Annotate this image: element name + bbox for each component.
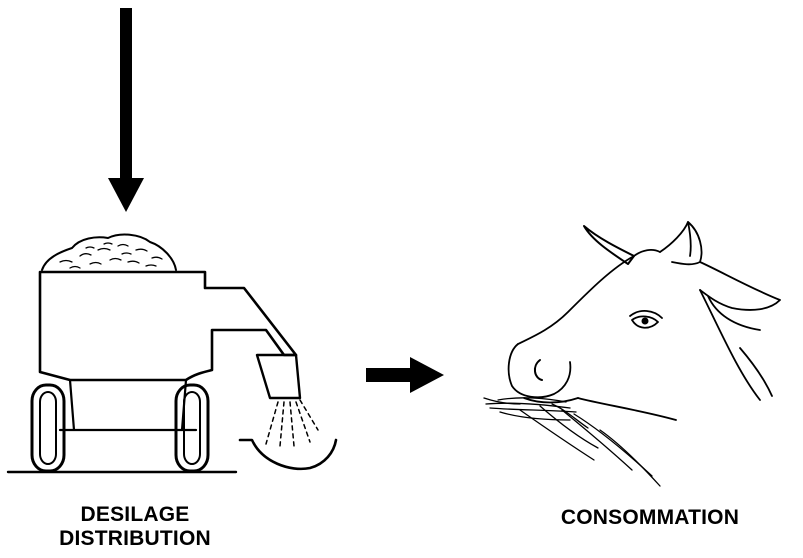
ear [699, 261, 781, 311]
right-wheel [174, 383, 210, 473]
silage-heap [41, 233, 177, 271]
down-arrow-icon [108, 8, 144, 212]
cow-head-icon [483, 221, 781, 487]
feed-spray [265, 399, 319, 447]
eye [631, 315, 659, 329]
right-horn [659, 221, 703, 266]
hopper-body [38, 270, 298, 382]
right-arrow-icon [366, 357, 444, 393]
desilage-distribution-label: DESILAGE DISTRIBUTION [30, 503, 240, 551]
left-horn [583, 225, 635, 265]
muzzle [507, 343, 572, 399]
consommation-label: CONSOMMATION [560, 506, 740, 529]
left-wheel [30, 383, 66, 473]
feed-wagon-icon [6, 233, 338, 474]
grass-in-mouth [483, 397, 661, 487]
label-line-1: DESILAGE [80, 503, 190, 526]
feed-trough [238, 438, 338, 471]
label-line-2: DISTRIBUTION [59, 527, 211, 550]
nostril [534, 359, 543, 381]
chute-spout [255, 353, 302, 400]
